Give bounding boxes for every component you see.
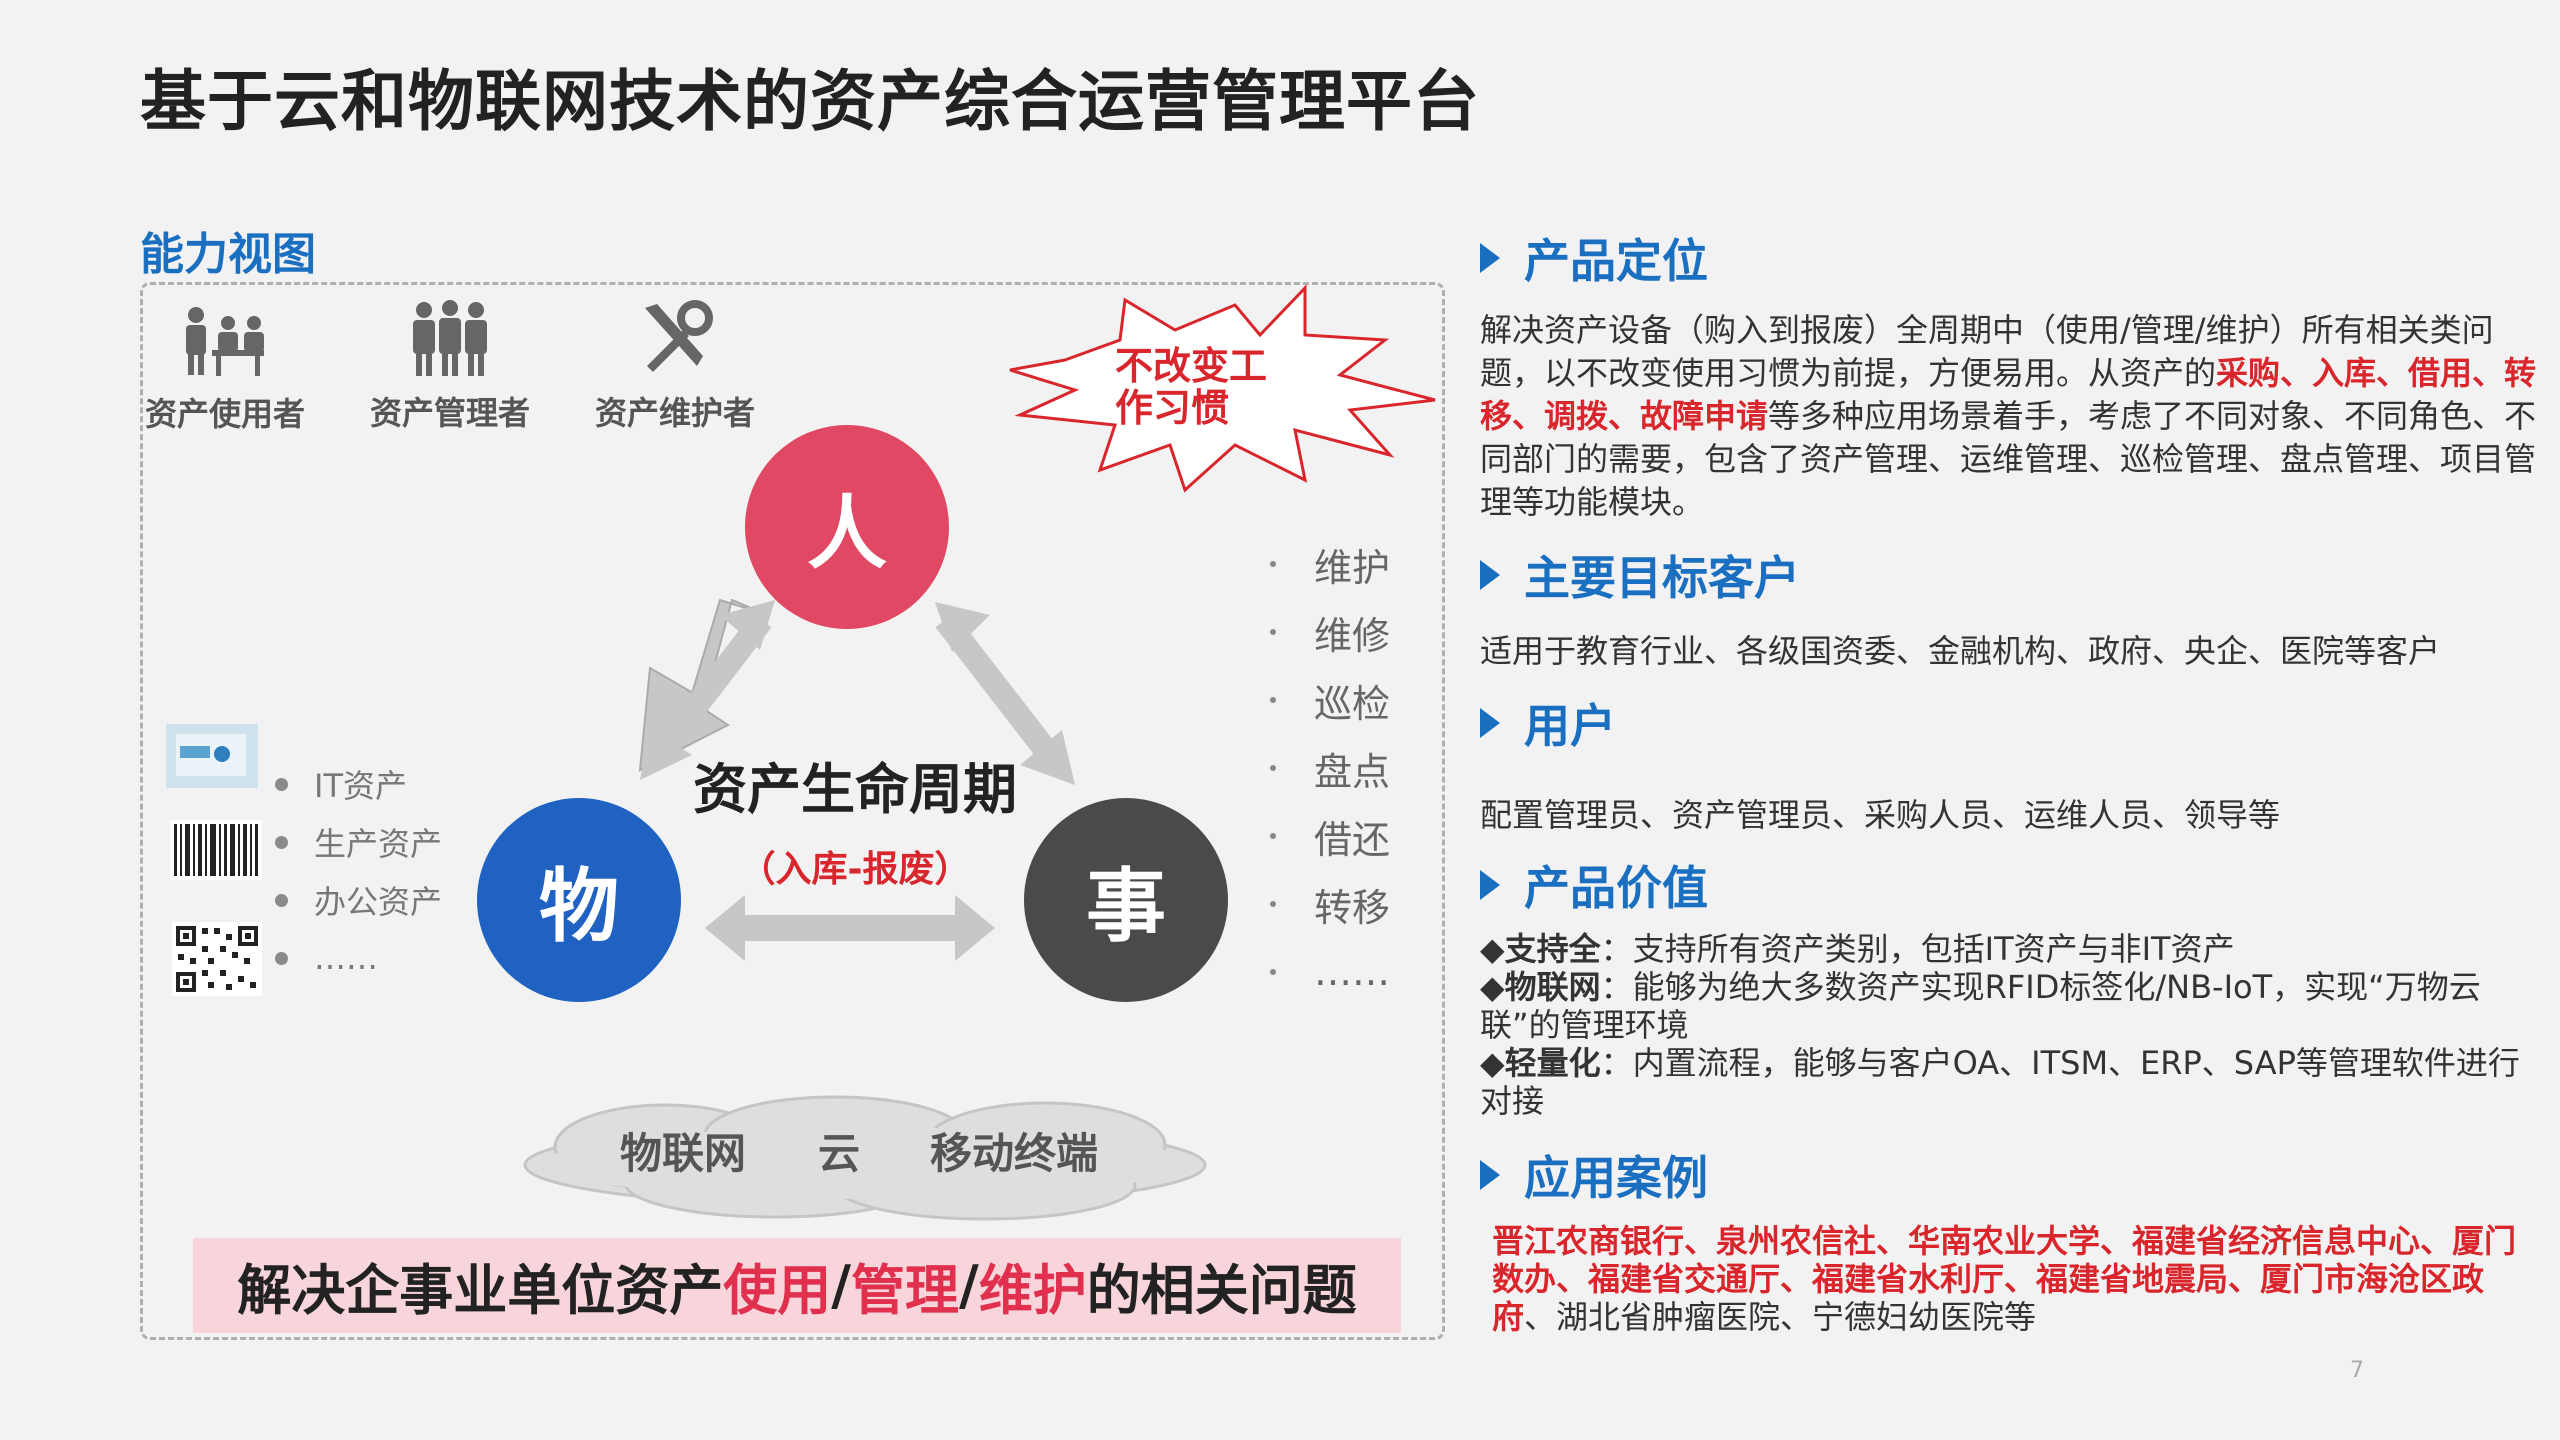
value-item: ◆物联网：能够为绝大多数资产实现RFID标签化/NB-IoT，实现“万物云联”的… <box>1480 968 2481 1044</box>
list-item: 巡检 <box>1270 666 1390 734</box>
activity-list: 维护 维修 巡检 盘点 借还 转移 …… <box>1270 530 1390 1006</box>
cloud-label: 移动终端 <box>930 1129 1099 1178</box>
list-item: 维修 <box>1270 598 1390 666</box>
tag-image <box>166 724 258 788</box>
section-positioning: 产品定位 解决资产设备（购入到报废）全周期中（使用/管理/维护）所有相关类问题，… <box>1480 225 2540 524</box>
role-label: 资产维护者 <box>594 394 755 432</box>
section-body: 配置管理员、资产管理员、采购人员、运维人员、领导等 <box>1480 796 2281 834</box>
list-item: 维护 <box>1270 530 1390 598</box>
triangle-bullet-icon <box>1480 560 1500 590</box>
section-heading: 产品定位 <box>1524 234 1708 288</box>
section-value: 产品价值 ◆支持全：支持所有资产类别，包括IT资产与非IT资产 ◆物联网：能够为… <box>1480 852 2540 1120</box>
role-label: 资产使用者 <box>144 395 305 433</box>
managers-icon <box>413 300 487 376</box>
section-heading: 用户 <box>1524 699 1616 753</box>
circle-ren: 人 <box>745 425 949 629</box>
section-heading: 产品价值 <box>1524 861 1708 915</box>
users-icon <box>186 307 264 376</box>
barcode-icon <box>170 820 262 880</box>
list-item: …… <box>275 929 442 987</box>
triangle-bullet-icon <box>1480 870 1500 900</box>
circle-shi: 事 <box>1024 798 1228 1002</box>
section-heading: 应用案例 <box>1524 1151 1708 1205</box>
lifecycle-subtitle: （入库-报废） <box>739 849 971 890</box>
role-manager: 资产管理者 <box>355 300 545 434</box>
burst-shape <box>1009 284 1436 493</box>
list-item: 转移 <box>1270 870 1390 938</box>
list-item: …… <box>1270 938 1390 1006</box>
section-cases: 应用案例 晋江农商银行、泉州农信社、华南农业大学、福建省经济信息中心、厦门数办、… <box>1480 1142 2540 1336</box>
summary-banner: 解决企事业单位资产使用/管理/维护的相关问题 <box>193 1238 1401 1333</box>
list-item: IT资产 <box>275 755 442 813</box>
page-number: 7 <box>2350 1358 2364 1383</box>
section-users: 用户 配置管理员、资产管理员、采购人员、运维人员、领导等 <box>1480 690 2540 837</box>
capability-panel <box>140 282 1445 1340</box>
section-body: 晋江农商银行、泉州农信社、华南农业大学、福建省经济信息中心、厦门数办、福建省交通… <box>1492 1222 2517 1336</box>
cloud-shape <box>523 1095 1207 1221</box>
triangle-bullet-icon <box>1480 1160 1500 1190</box>
circle-wu: 物 <box>477 798 681 1002</box>
role-user: 资产使用者 <box>130 305 320 435</box>
section-body: 适用于教育行业、各级国资委、金融机构、政府、央企、医院等客户 <box>1480 632 2441 670</box>
value-item: ◆轻量化：内置流程，能够与客户OA、ITSM、ERP、SAP等管理软件进行对接 <box>1480 1044 2520 1120</box>
list-item: 盘点 <box>1270 734 1390 802</box>
lifecycle-title: 资产生命周期 <box>693 758 1017 821</box>
page-title: 基于云和物联网技术的资产综合运营管理平台 <box>140 63 1480 140</box>
section-label: 能力视图 <box>140 229 316 280</box>
triangle-bullet-icon <box>1480 708 1500 738</box>
cloud-label: 云 <box>818 1129 861 1178</box>
list-item: 办公资产 <box>275 871 442 929</box>
section-heading: 主要目标客户 <box>1524 551 1800 605</box>
role-label: 资产管理者 <box>369 394 530 432</box>
section-body: 解决资产设备（购入到报废）全周期中（使用/管理/维护）所有相关类问题，以不改变使… <box>1480 311 2537 521</box>
triangle-bullet-icon <box>1480 243 1500 273</box>
list-item: 借还 <box>1270 802 1390 870</box>
section-body: ◆支持全：支持所有资产类别，包括IT资产与非IT资产 ◆物联网：能够为绝大多数资… <box>1480 930 2540 1120</box>
value-item: ◆支持全：支持所有资产类别，包括IT资产与非IT资产 <box>1480 930 2235 968</box>
section-customers: 主要目标客户 适用于教育行业、各级国资委、金融机构、政府、央企、医院等客户 <box>1480 542 2540 673</box>
tools-icon <box>645 300 713 372</box>
role-maintainer: 资产维护者 <box>580 300 770 434</box>
burst-label: 不改变工 作习惯 <box>1115 344 1268 430</box>
asset-type-list: IT资产 生产资产 办公资产 …… <box>275 755 442 987</box>
cloud-label: 物联网 <box>620 1129 747 1178</box>
list-item: 生产资产 <box>275 813 442 871</box>
qr-code-icon <box>172 922 262 996</box>
